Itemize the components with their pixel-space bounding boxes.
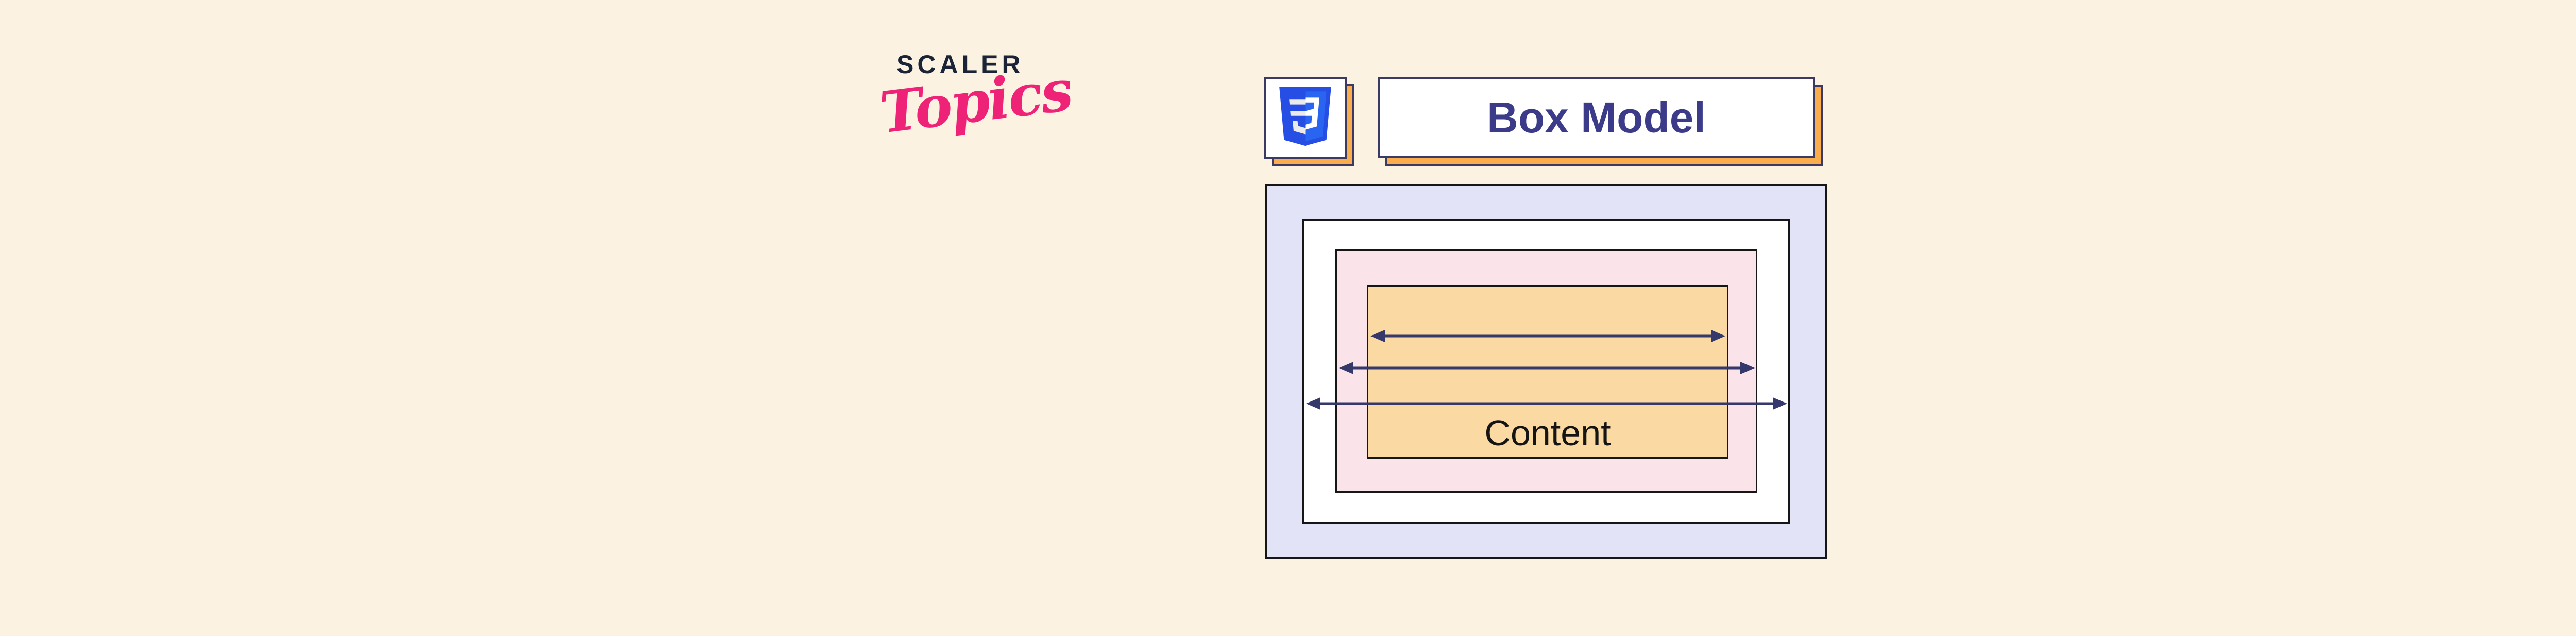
content-width-arrow bbox=[1370, 330, 1725, 342]
scaler-topics-logo: SCALER Topics bbox=[876, 46, 1075, 155]
scaler-wordmark: SCALER bbox=[896, 50, 1024, 79]
content-box bbox=[1367, 285, 1728, 459]
padding-width-arrow bbox=[1339, 362, 1755, 374]
css-icon-card bbox=[1264, 77, 1347, 159]
border-width-arrow bbox=[1306, 397, 1787, 410]
title-card: Box Model bbox=[1378, 77, 1815, 158]
page-title: Box Model bbox=[1487, 93, 1706, 142]
css3-badge-icon bbox=[1279, 87, 1331, 148]
content-label: Content bbox=[1484, 413, 1611, 453]
